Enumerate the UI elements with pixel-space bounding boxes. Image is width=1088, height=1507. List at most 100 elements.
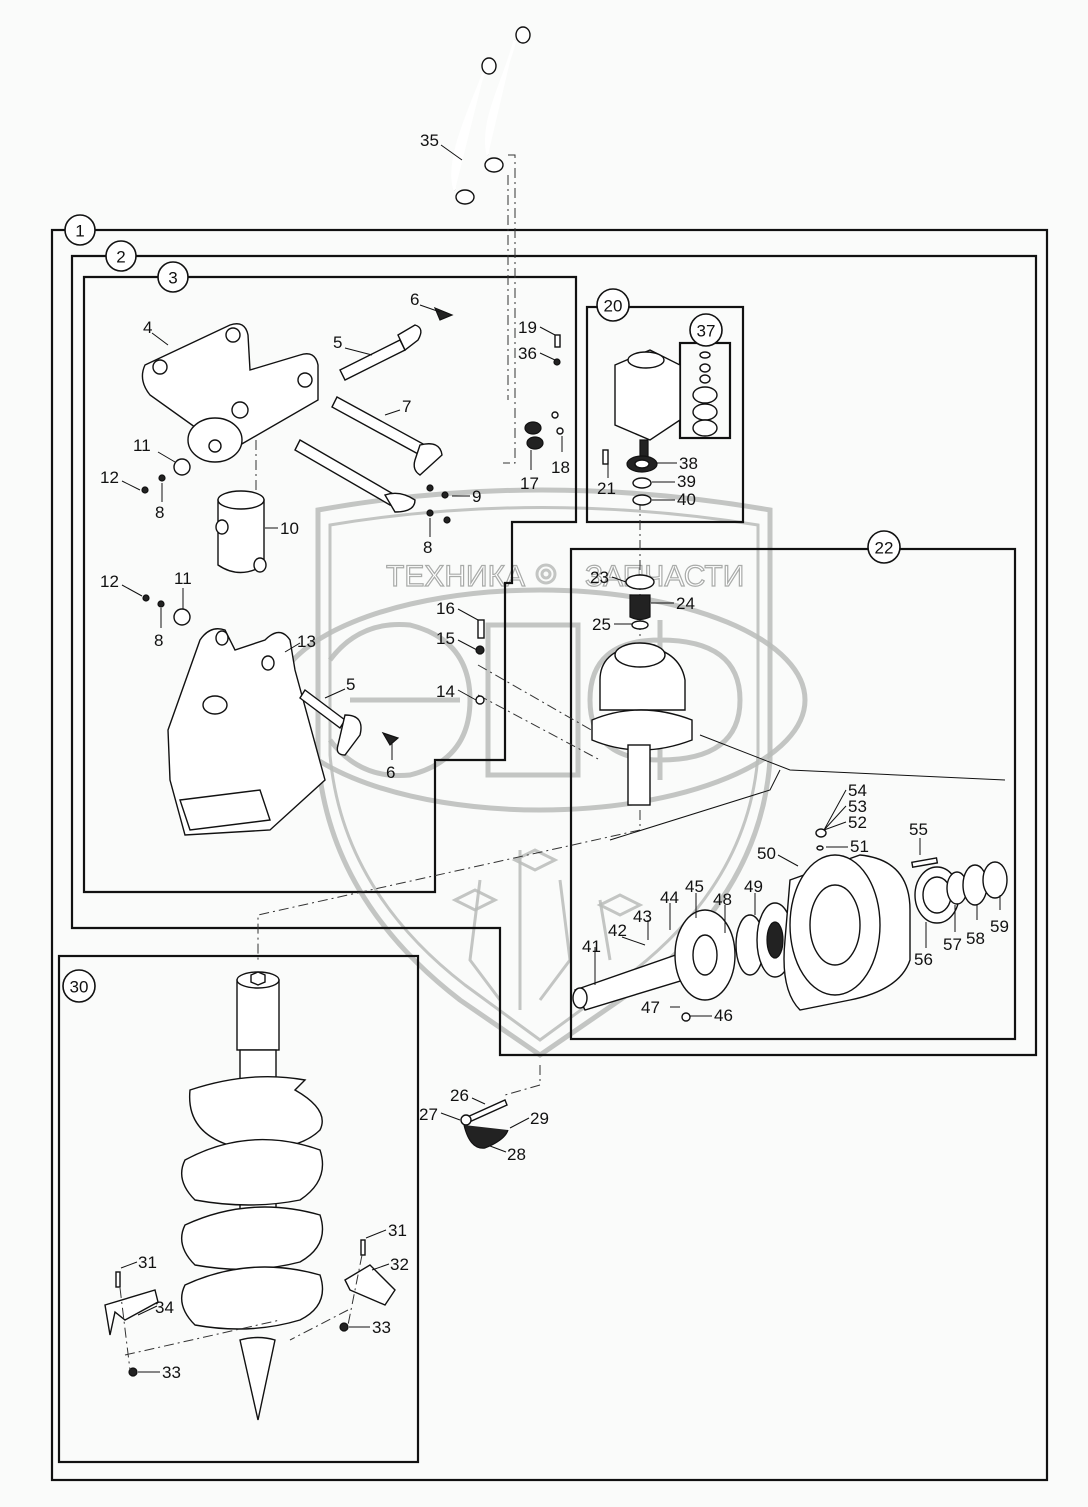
label-15: 15 [436, 629, 455, 648]
hose-assembly [451, 26, 531, 205]
label-19: 19 [518, 318, 537, 337]
label-5-upper: 5 [333, 333, 342, 352]
label-7: 7 [402, 397, 411, 416]
label-21: 21 [597, 479, 616, 498]
auger [181, 971, 324, 1421]
label-8-mid: 8 [423, 538, 432, 557]
auger-teeth [104, 1239, 396, 1377]
label-57: 57 [943, 935, 962, 954]
label-8-upper: 8 [155, 503, 164, 522]
callout-3[interactable]: 3 [157, 261, 189, 293]
svg-text:37: 37 [697, 322, 716, 341]
watermark-brand-left: ТЕХНИКА [386, 560, 525, 593]
callout-1[interactable]: 1 [64, 214, 96, 246]
label-26: 26 [450, 1086, 469, 1105]
gear-icon [535, 563, 557, 585]
label-12-lower: 12 [100, 572, 119, 591]
label-46: 46 [714, 1006, 733, 1025]
frame-30 [57, 954, 420, 1464]
label-10: 10 [280, 519, 299, 538]
svg-text:30: 30 [70, 978, 89, 997]
frame-20 [585, 305, 745, 524]
small-fasteners [141, 306, 485, 746]
label-18: 18 [551, 458, 570, 477]
label-24: 24 [676, 594, 695, 613]
part-labels: 35 4 5 6 7 11 12 8 9 8 10 11 12 8 13 5 6 [100, 131, 1009, 1382]
label-23: 23 [590, 568, 609, 587]
label-16: 16 [436, 599, 455, 618]
hydraulic-motor [602, 349, 681, 506]
label-25: 25 [592, 615, 611, 634]
watermark-letter-p [485, 622, 581, 778]
label-33-left: 33 [162, 1363, 181, 1382]
label-55: 55 [909, 820, 928, 839]
assembly-axes [255, 154, 641, 1096]
label-59: 59 [990, 917, 1009, 936]
watermark-letter-e [328, 621, 473, 779]
label-36: 36 [518, 344, 537, 363]
label-4: 4 [143, 318, 152, 337]
assembly-callouts: 1 2 3 20 22 30 37 [62, 214, 901, 1003]
label-43: 43 [633, 907, 652, 926]
frame-13 [167, 628, 326, 836]
callout-22[interactable]: 22 [867, 530, 901, 564]
label-6-upper: 6 [410, 290, 419, 309]
label-40: 40 [677, 490, 696, 509]
lock-pin-assembly [460, 1099, 509, 1149]
assembly-frames [50, 228, 1049, 1482]
label-50: 50 [757, 844, 776, 863]
label-39: 39 [677, 472, 696, 491]
label-42: 42 [608, 921, 627, 940]
label-53: 53 [848, 797, 867, 816]
label-51: 51 [850, 837, 869, 856]
label-41: 41 [582, 937, 601, 956]
watermark-shield-inner [328, 506, 760, 1042]
label-27: 27 [419, 1105, 438, 1124]
watermark-wheat [451, 848, 644, 1010]
label-52: 52 [848, 813, 867, 832]
label-32: 32 [390, 1255, 409, 1274]
watermark-shield [315, 487, 773, 1059]
label-45: 45 [685, 877, 704, 896]
svg-text:2: 2 [116, 248, 125, 267]
label-48: 48 [713, 890, 732, 909]
svg-text:1: 1 [75, 222, 84, 241]
label-49: 49 [744, 877, 763, 896]
callout-2[interactable]: 2 [105, 240, 137, 272]
seal-kit-37 [692, 351, 718, 437]
svg-text:3: 3 [168, 269, 177, 288]
frame-22 [569, 547, 1017, 1041]
svg-text:22: 22 [875, 539, 894, 558]
label-14: 14 [436, 682, 455, 701]
pin-5-lower [299, 688, 362, 756]
coupler-10 [215, 490, 267, 574]
label-58: 58 [966, 929, 985, 948]
label-54: 54 [848, 781, 867, 800]
label-35: 35 [420, 131, 439, 150]
callout-30[interactable]: 30 [62, 969, 96, 1003]
frame-1 [50, 228, 1049, 1482]
label-8-lower: 8 [154, 631, 163, 650]
svg-text:20: 20 [604, 297, 623, 316]
callout-37[interactable]: 37 [689, 313, 723, 347]
label-5-lower: 5 [346, 675, 355, 694]
watermark-brand-right: ЗАПЧАСТИ [585, 560, 744, 593]
label-44: 44 [660, 888, 679, 907]
label-9: 9 [472, 487, 481, 506]
label-34: 34 [155, 1298, 174, 1317]
label-13: 13 [297, 632, 316, 651]
label-33-right: 33 [372, 1318, 391, 1337]
label-17: 17 [520, 474, 539, 493]
label-31-right: 31 [388, 1221, 407, 1240]
pin-7-lower [294, 439, 416, 513]
label-29: 29 [530, 1109, 549, 1128]
label-56: 56 [914, 950, 933, 969]
label-47: 47 [641, 998, 660, 1017]
label-11-upper: 11 [133, 436, 151, 455]
pin-7-upper [331, 396, 443, 476]
mount-bracket [141, 323, 319, 463]
label-31-left: 31 [138, 1253, 157, 1272]
callout-20[interactable]: 20 [596, 288, 630, 322]
gearbox-exploded-lower [572, 734, 1008, 1022]
